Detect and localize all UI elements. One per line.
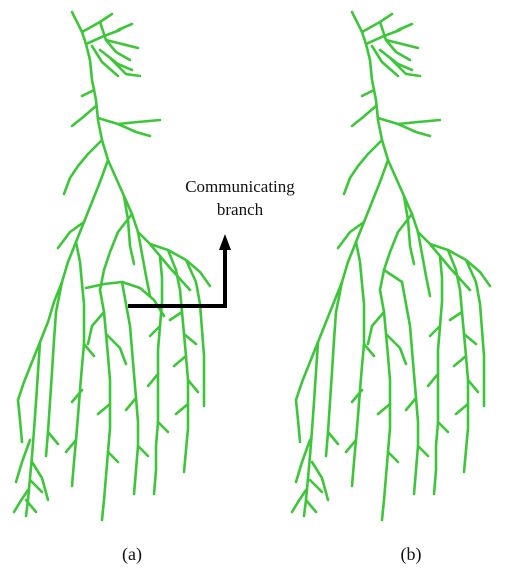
panel-label-a: (a) — [122, 544, 142, 565]
annotation-line-1: Communicating — [185, 177, 295, 196]
arrow-head — [219, 234, 231, 250]
panel-label-b: (b) — [401, 544, 422, 565]
panel-a-nerve-tree — [14, 12, 210, 520]
panel-b-nerve-tree — [292, 12, 490, 520]
annotation-line-2: branch — [217, 200, 264, 219]
